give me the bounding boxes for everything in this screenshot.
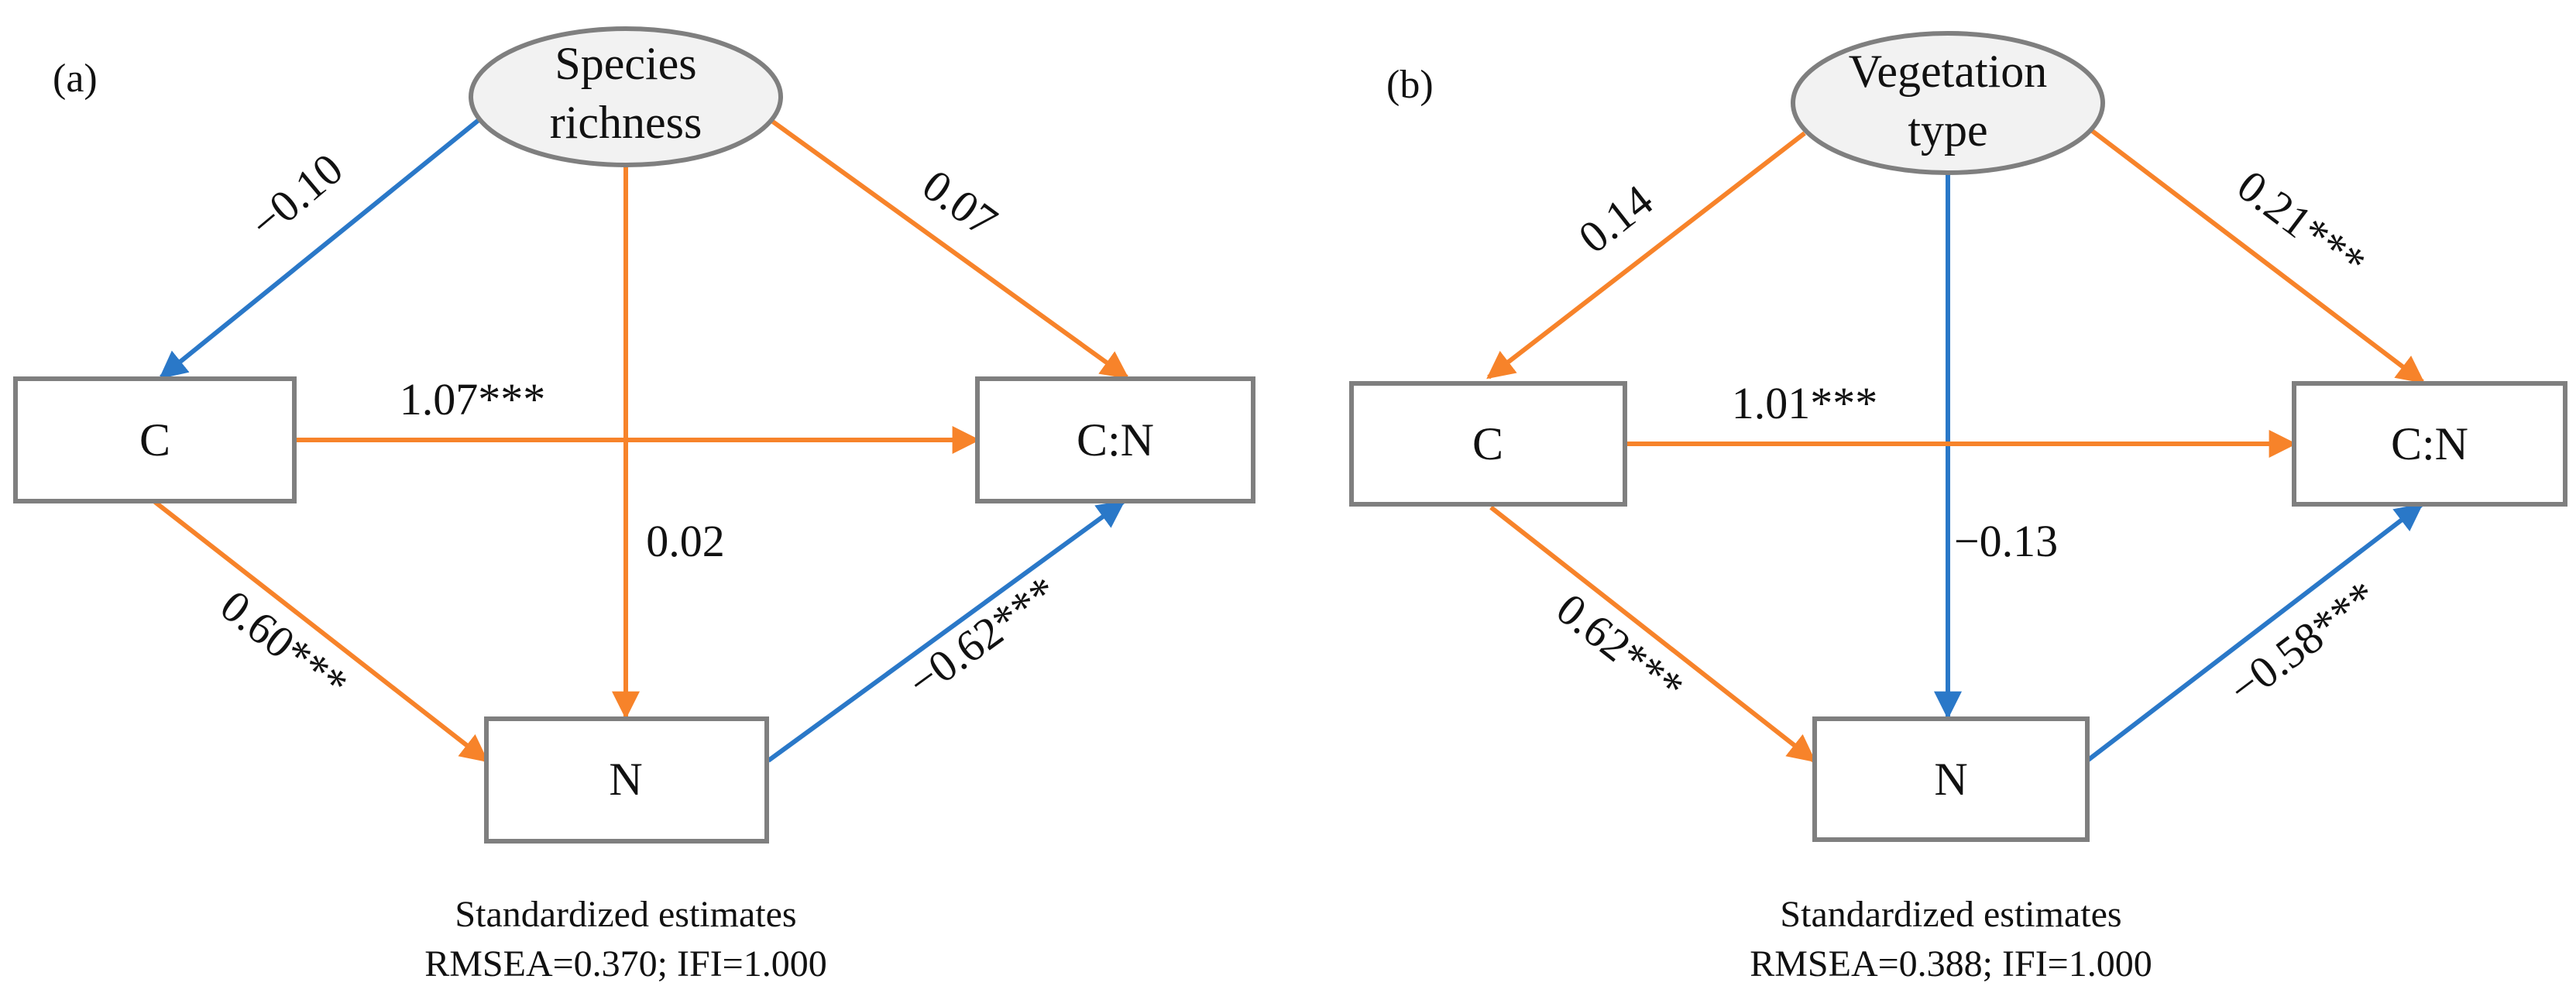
path-n-to-cn: [2086, 503, 2423, 763]
panel-label: (a): [53, 57, 98, 101]
footer-line2: RMSEA=0.370; IFI=1.000: [424, 943, 827, 984]
coef-c-to-cn: 1.01***: [1732, 378, 1878, 428]
coef-n-to-cn: −0.62***: [898, 566, 1066, 708]
node-c: C: [1349, 381, 1627, 507]
node-n-label: N: [609, 754, 642, 805]
node-n: N: [484, 716, 769, 844]
footer-line2: RMSEA=0.388; IFI=1.000: [1750, 943, 2152, 984]
coef-latent-to-c: 0.14: [1569, 175, 1662, 263]
coef-latent-to-cn: 0.21***: [2228, 160, 2375, 288]
panel-label: (b): [1386, 63, 1434, 107]
path-c-to-n: [153, 500, 489, 763]
node-cn-label: C:N: [2391, 418, 2468, 469]
path-c-to-n: [1489, 505, 1816, 763]
node-cn: C:N: [2292, 381, 2567, 507]
latent-node: Species richness: [469, 26, 783, 167]
latent-label-line2: richness: [550, 97, 702, 148]
latent-node: Vegetation type: [1791, 31, 2105, 175]
path-latent-to-cn: [2090, 128, 2425, 384]
node-n-label: N: [1934, 754, 1967, 805]
node-c: C: [13, 376, 297, 503]
latent-label-line2: type: [1908, 105, 1987, 156]
coef-latent-to-c: −0.10: [240, 143, 352, 249]
path-latent-to-cn: [769, 118, 1129, 380]
panel-a: (a) Species richness C C:N N −0.10 0.02 …: [13, 26, 1255, 984]
coef-c-to-cn: 1.07***: [400, 374, 546, 424]
node-cn-label: C:N: [1077, 414, 1154, 466]
node-n: N: [1812, 716, 2090, 842]
path-latent-to-c: [1486, 131, 1806, 380]
path-n-to-cn: [767, 500, 1125, 763]
latent-label-line1: Vegetation: [1849, 46, 2048, 97]
path-latent-to-c: [159, 118, 480, 380]
latent-label-line1: Species: [555, 38, 696, 89]
coef-latent-to-n: 0.02: [646, 516, 725, 566]
footer-line1: Standardized estimates: [455, 894, 796, 935]
panel-b: (b) Vegetation type C C:N N 0.14 −0.13 0…: [1349, 31, 2567, 984]
node-c-label: C: [139, 414, 170, 466]
node-c-label: C: [1472, 418, 1503, 469]
node-cn: C:N: [975, 376, 1255, 503]
footer-line1: Standardized estimates: [1780, 894, 2121, 935]
coef-latent-to-n: −0.13: [1954, 516, 2058, 566]
